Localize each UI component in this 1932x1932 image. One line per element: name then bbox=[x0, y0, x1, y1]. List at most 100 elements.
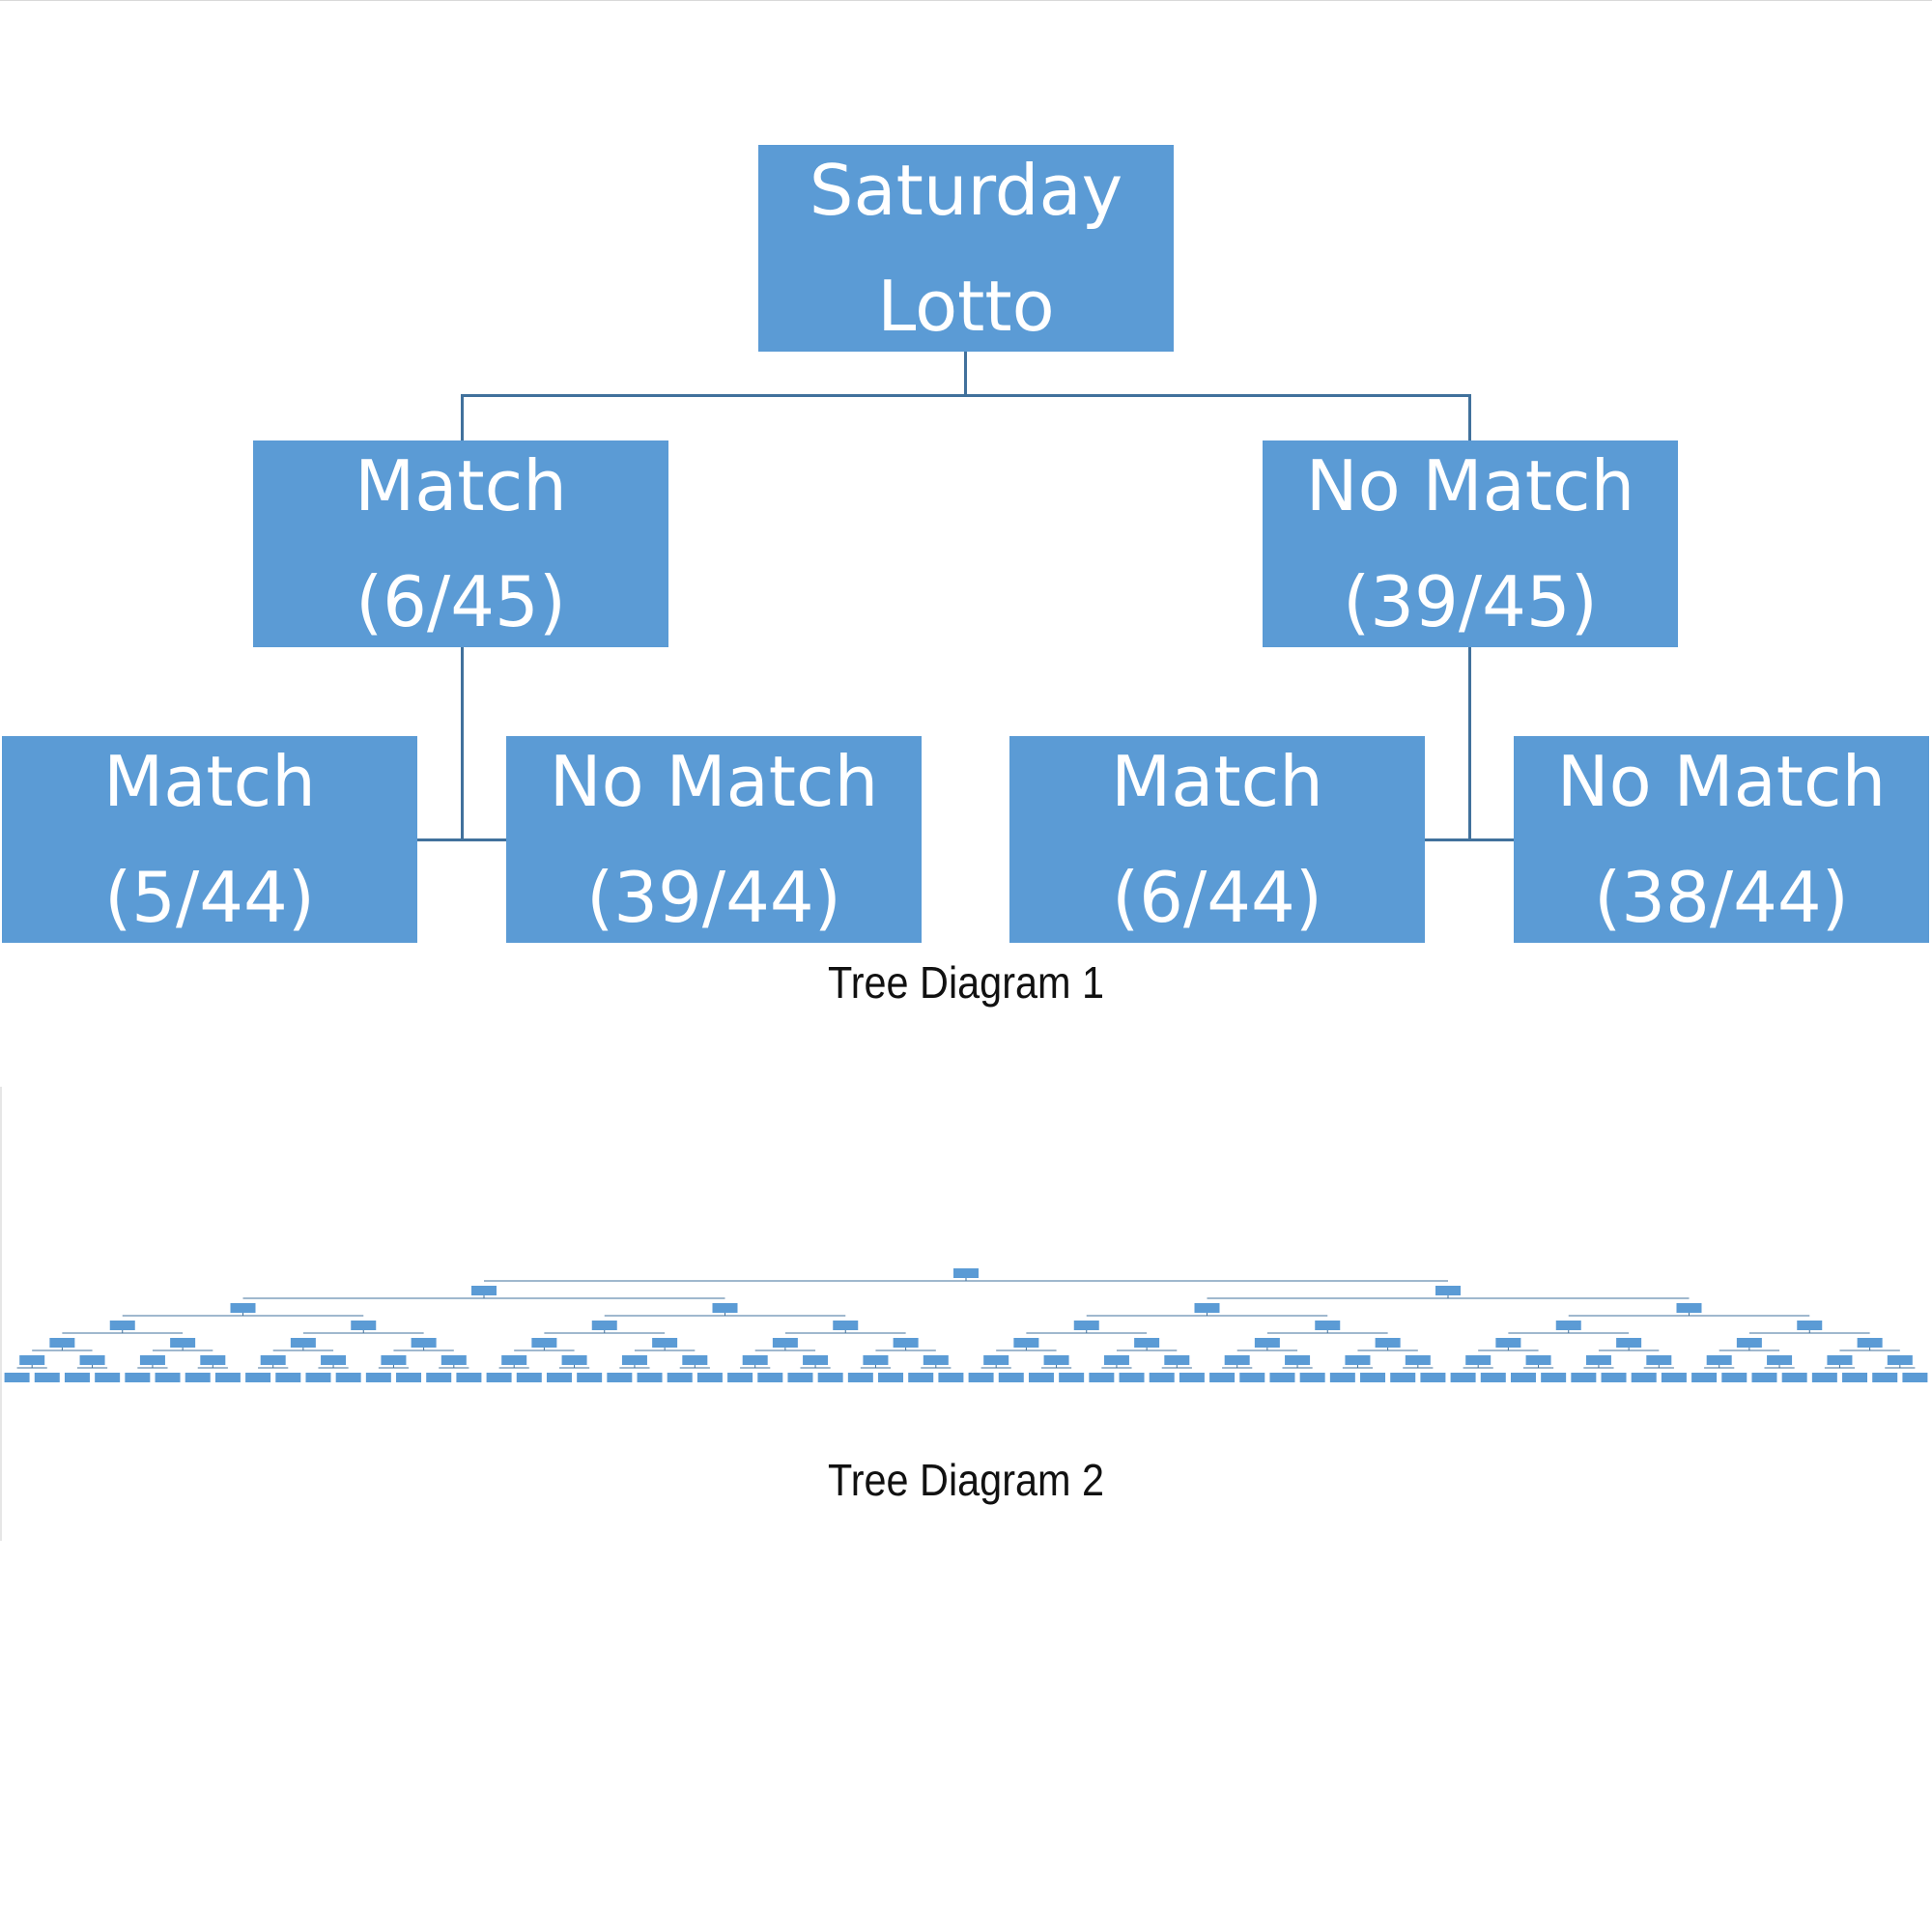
tree2-node bbox=[1751, 1373, 1777, 1382]
node-label: No Match bbox=[549, 741, 879, 822]
tree2-node bbox=[847, 1373, 873, 1382]
tree2-node bbox=[1480, 1373, 1506, 1382]
tree2-node bbox=[787, 1373, 813, 1382]
tree2-node bbox=[1887, 1355, 1913, 1365]
tree2-node bbox=[1525, 1355, 1551, 1365]
tree2-node bbox=[591, 1321, 617, 1330]
tree2-node bbox=[621, 1355, 647, 1365]
tree2-node bbox=[546, 1373, 572, 1382]
tree2-node bbox=[1285, 1355, 1311, 1365]
tree2-node bbox=[426, 1373, 452, 1382]
tree2-node bbox=[757, 1373, 783, 1382]
connector bbox=[461, 647, 464, 840]
tree2-node bbox=[335, 1373, 361, 1382]
tree2-node bbox=[139, 1355, 165, 1365]
tree2-node bbox=[34, 1373, 60, 1382]
tree2-node bbox=[1360, 1373, 1386, 1382]
tree2-node bbox=[214, 1373, 241, 1382]
tree2-node bbox=[19, 1355, 45, 1365]
tree2-node bbox=[531, 1338, 557, 1348]
tree2-node bbox=[230, 1303, 256, 1313]
tree2-node bbox=[561, 1355, 587, 1365]
tree2-node bbox=[275, 1373, 301, 1382]
node-label: No Match bbox=[1305, 445, 1635, 526]
tree2-node bbox=[1179, 1373, 1205, 1382]
tree2-node bbox=[1239, 1373, 1265, 1382]
tree2-node bbox=[1555, 1321, 1581, 1330]
node-label: Lotto bbox=[877, 266, 1055, 347]
tree2-node bbox=[1661, 1373, 1687, 1382]
tree2-node bbox=[1073, 1321, 1099, 1330]
node-label: (39/45) bbox=[1343, 561, 1598, 642]
node-label: Match bbox=[1111, 741, 1323, 822]
tree2-node bbox=[260, 1355, 286, 1365]
tree2-node bbox=[95, 1373, 121, 1382]
tree-node-no-match-match: Match (6/44) bbox=[1009, 736, 1425, 943]
tree2-node bbox=[1059, 1373, 1085, 1382]
tree-diagram-1: Saturday Lotto Match (6/45) No Match (39… bbox=[2, 145, 1929, 943]
tree2-node bbox=[1631, 1373, 1657, 1382]
tree2-node bbox=[1827, 1355, 1853, 1365]
tree2-node bbox=[742, 1355, 768, 1365]
tree-node-match-match: Match (5/44) bbox=[2, 736, 417, 943]
tree2-node bbox=[863, 1355, 889, 1365]
tree2-node bbox=[321, 1355, 347, 1365]
tree2-node bbox=[486, 1373, 512, 1382]
tree2-node bbox=[185, 1373, 211, 1382]
tree2-node bbox=[577, 1373, 603, 1382]
tree2-node bbox=[1149, 1373, 1175, 1382]
tree2-node bbox=[501, 1355, 527, 1365]
top-border bbox=[0, 0, 1932, 1]
tree2-node bbox=[983, 1355, 1009, 1365]
tree2-node bbox=[968, 1373, 994, 1382]
tree2-node bbox=[1119, 1373, 1145, 1382]
node-label: (38/44) bbox=[1594, 857, 1849, 938]
tree2-node bbox=[1134, 1338, 1160, 1348]
node-label: Match bbox=[103, 741, 316, 822]
tree2-node bbox=[1736, 1338, 1762, 1348]
tree2-node bbox=[923, 1355, 949, 1365]
tree-node-root: Saturday Lotto bbox=[758, 145, 1174, 352]
tree2-node bbox=[1902, 1373, 1928, 1382]
tree2-node bbox=[1435, 1286, 1461, 1295]
tree2-node bbox=[396, 1373, 422, 1382]
tree2-node bbox=[1375, 1338, 1401, 1348]
node-label: Saturday bbox=[809, 150, 1123, 231]
tree2-node bbox=[998, 1373, 1024, 1382]
tree2-node bbox=[1254, 1338, 1280, 1348]
tree-node-match: Match (6/45) bbox=[253, 440, 668, 647]
tree2-node bbox=[1767, 1355, 1793, 1365]
tree2-node bbox=[290, 1338, 316, 1348]
connector bbox=[461, 394, 1471, 397]
connector bbox=[1425, 838, 1514, 841]
tree2-node bbox=[456, 1373, 482, 1382]
tree2-node bbox=[1420, 1373, 1446, 1382]
tree2-node bbox=[1103, 1355, 1129, 1365]
tree2-node bbox=[637, 1373, 663, 1382]
tree2-node bbox=[667, 1373, 693, 1382]
tree2-node bbox=[938, 1373, 964, 1382]
tree2-node bbox=[908, 1373, 934, 1382]
tree2-node bbox=[878, 1373, 904, 1382]
tree-diagram-2-caption: Tree Diagram 2 bbox=[827, 1455, 1105, 1505]
tree2-node bbox=[351, 1321, 377, 1330]
tree-node-no-match-no-match: No Match (38/44) bbox=[1514, 736, 1929, 943]
tree2-node bbox=[1269, 1373, 1295, 1382]
tree-node-no-match: No Match (39/45) bbox=[1263, 440, 1678, 647]
tree2-node bbox=[411, 1338, 437, 1348]
tree2-node bbox=[125, 1373, 151, 1382]
tree2-node bbox=[1691, 1373, 1718, 1382]
tree2-node bbox=[1842, 1373, 1868, 1382]
tree2-node bbox=[953, 1268, 979, 1278]
tree2-node bbox=[696, 1373, 723, 1382]
tree2-node bbox=[803, 1355, 829, 1365]
tree2-node bbox=[440, 1355, 467, 1365]
tree2-node bbox=[1585, 1355, 1611, 1365]
tree2-node bbox=[1510, 1373, 1536, 1382]
tree2-node bbox=[1450, 1373, 1476, 1382]
tree-diagram-1-caption: Tree Diagram 1 bbox=[827, 957, 1105, 1008]
tree2-node bbox=[1299, 1373, 1325, 1382]
tree2-node bbox=[893, 1338, 919, 1348]
node-label: (6/44) bbox=[1112, 857, 1322, 938]
tree2-node bbox=[1857, 1338, 1883, 1348]
